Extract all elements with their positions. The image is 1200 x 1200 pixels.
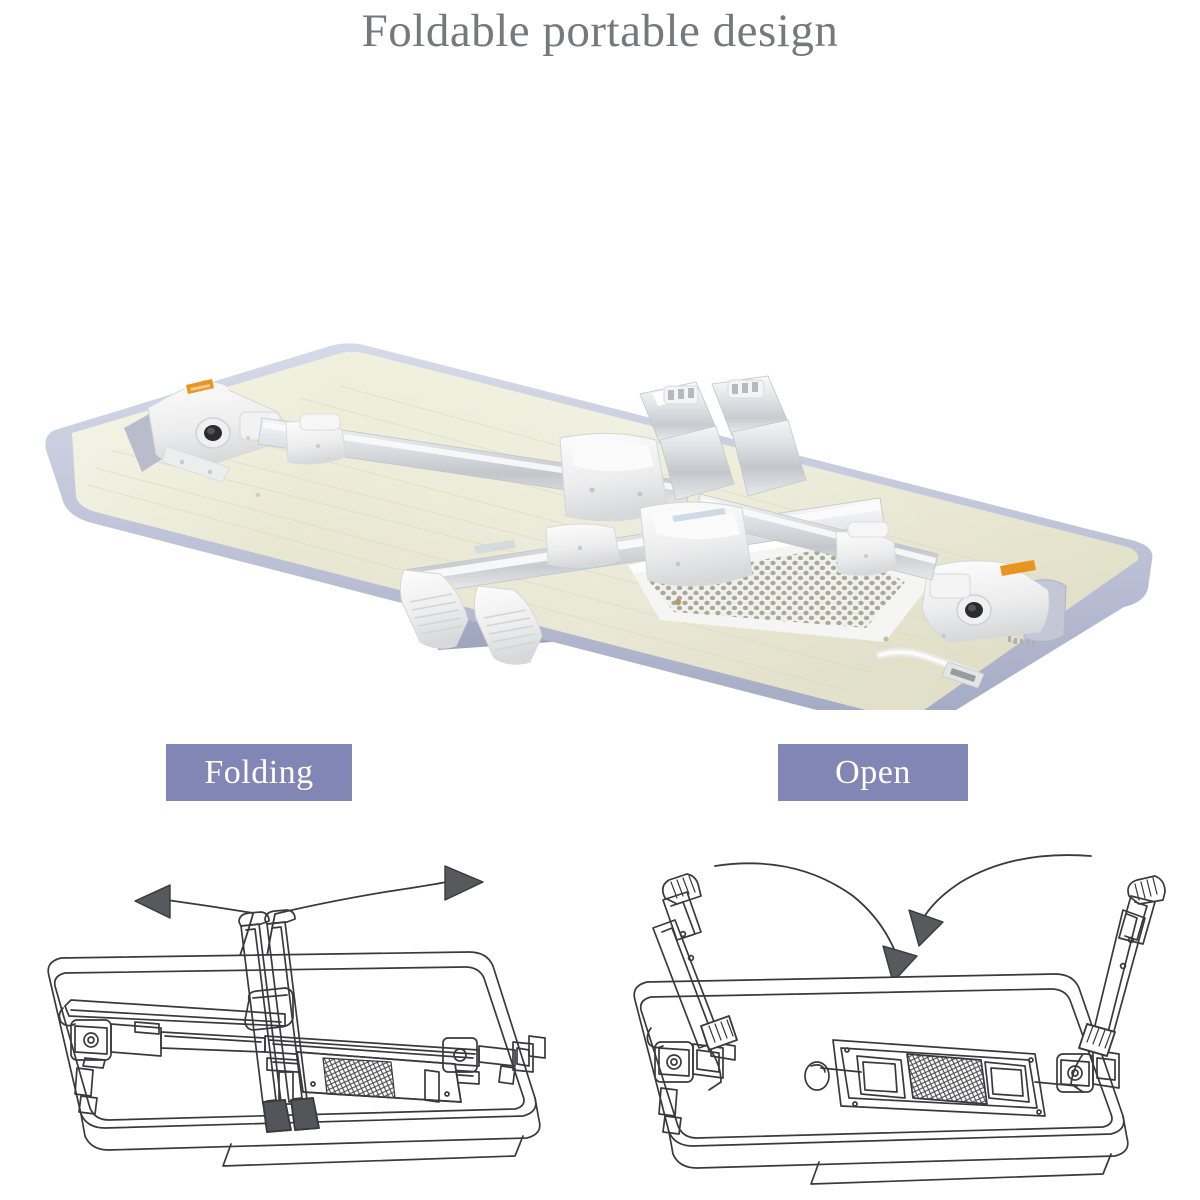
right-support-arm — [442, 1035, 546, 1085]
raised-leg-right — [1078, 875, 1166, 1057]
arrow-right-inward — [920, 854, 1092, 923]
rubber-foot-pair — [399, 569, 543, 665]
usb-cable — [875, 647, 985, 689]
hero-product-photo — [0, 150, 1200, 710]
step-badge-folding: Folding — [166, 744, 352, 801]
leg-pivot-links — [708, 1047, 1084, 1093]
folding-leg-stub-pair — [639, 375, 807, 501]
hinge-cluster-left — [124, 379, 284, 483]
right-hinge-assembly — [1056, 1049, 1120, 1093]
left-support-arm — [58, 999, 286, 1115]
page-title: Foldable portable design — [361, 5, 839, 57]
center-joint-assembly — [559, 432, 753, 587]
step-badge-open: Open — [778, 744, 968, 801]
arrow-left-inward — [714, 862, 898, 957]
raised-leg-left — [652, 873, 738, 1051]
folded-legs — [238, 909, 320, 1133]
folding-diagram — [35, 810, 595, 1200]
center-mechanism — [804, 1039, 1078, 1117]
desk-board-outline — [633, 973, 1129, 1185]
open-diagram — [625, 810, 1185, 1200]
hinge-cluster-right — [921, 560, 1067, 647]
cooling-mesh-panel — [278, 1051, 462, 1105]
